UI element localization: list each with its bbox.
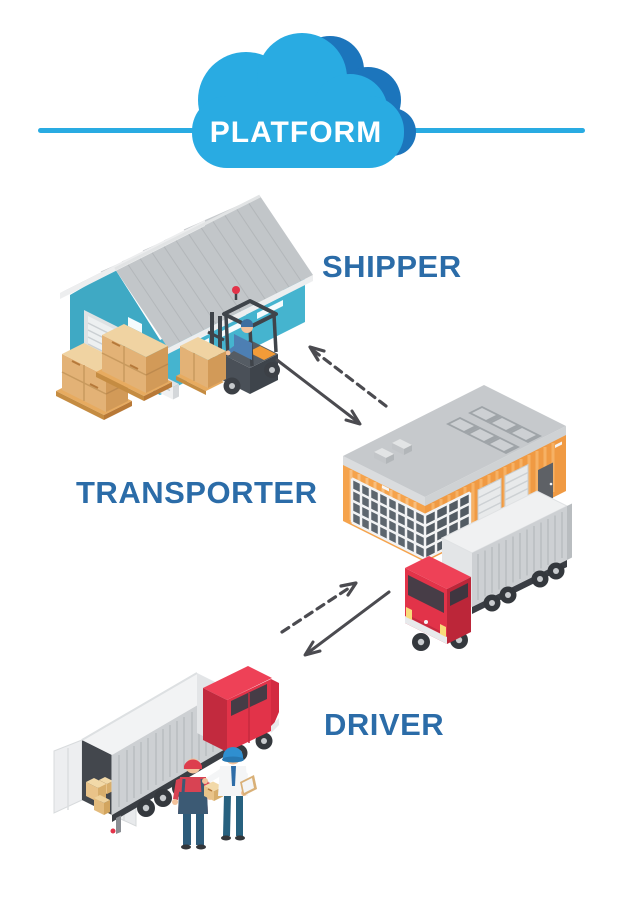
arrowhead-icon [308, 345, 326, 362]
shipper-roof-ridge [114, 194, 261, 271]
shipper-roof-right-corrugation [126, 201, 302, 343]
roof-skylights [446, 406, 542, 454]
driver-illustration [53, 666, 279, 850]
cab-headlight-right [440, 624, 446, 637]
driver-label: DRIVER [324, 707, 444, 742]
clipboard-icon [240, 775, 257, 796]
forklift-beacon-icon [232, 286, 240, 294]
cab-front-sliver [271, 679, 279, 731]
transporter-roof-rim-left [343, 456, 425, 506]
tie [231, 766, 236, 786]
transporter-roof-top [343, 385, 566, 497]
cab-bumper [271, 718, 279, 733]
trailer-ribs [477, 512, 563, 600]
forklift-driver [225, 319, 253, 360]
shipper-roof-fascia-right [168, 275, 313, 354]
cab-bumper [405, 616, 447, 644]
cab-top [203, 666, 272, 700]
transporter-illustration [343, 385, 572, 651]
shipper-label: SHIPPER [322, 249, 462, 284]
trailer-back-edge [567, 503, 572, 560]
transporter-roof-rim-right [425, 426, 566, 506]
truck-cab-icon [405, 556, 471, 651]
cab-windshield [408, 575, 444, 613]
driver-truck-icon [53, 666, 279, 834]
arrow-shipper-to-transporter-solid [275, 358, 362, 426]
container-support-leg [116, 815, 121, 834]
arrow-transporter-to-driver-solid [303, 590, 391, 657]
supervisor-with-clipboard [202, 747, 257, 841]
tail-light [110, 828, 116, 834]
cab-rear [203, 688, 227, 752]
transporter-truck-icon [405, 490, 572, 651]
cloud-icon [192, 33, 404, 168]
platform-label: PLATFORM [210, 116, 382, 149]
trailer-wheels [483, 562, 565, 612]
worker-with-box [172, 758, 223, 850]
arrow-transporter-to-shipper-dashed [308, 345, 388, 408]
shipper-illustration [56, 194, 313, 420]
arrowhead-icon [339, 581, 358, 597]
cab-headlight-left [406, 607, 412, 620]
transporter-label: TRANSPORTER [76, 475, 317, 510]
cab-side-window [450, 583, 468, 606]
arrow-driver-to-transporter-dashed [280, 581, 358, 634]
worker-cap-icon [184, 759, 202, 769]
arrowhead-icon [344, 409, 362, 426]
hard-hat-icon [223, 747, 243, 760]
arrowhead-icon [303, 640, 322, 657]
cab-top [405, 556, 471, 589]
roof-vents [374, 439, 412, 464]
platform-node: PLATFORM [38, 33, 585, 168]
container-top [82, 673, 227, 755]
forklift-icon [176, 286, 280, 395]
